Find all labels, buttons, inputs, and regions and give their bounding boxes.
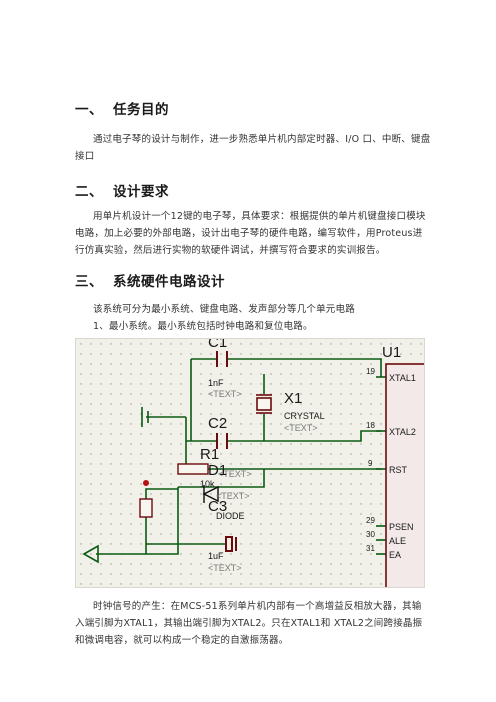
requirements-paragraph: 用单片机设计一个12键的电子琴，具体要求：根据提供的单片机键盘接口模块电路，加上… [75,211,426,256]
pin-number: 30 [366,530,375,539]
pin-number: 9 [368,459,373,468]
capacitor-c2-symbol [216,433,228,449]
section-heading-2: 二、设计要求 [75,180,169,200]
pin-name: RST [389,465,408,475]
u1-chip-body [385,363,424,587]
c2-ref: C2 [208,415,227,432]
section-title: 设计要求 [113,184,169,200]
section-number: 一、 [75,102,103,118]
pin-number: 18 [366,421,375,430]
pin-name: PSEN [389,522,414,532]
clock-paragraph: 时钟信号的产生：在MCS-51系列单片机内部有一个高增益反相放大器，其输入端引脚… [75,601,423,646]
reset-button-symbol [139,480,153,518]
c3-value: 1uF [208,551,224,561]
r1-value: 10k [200,479,215,489]
crystal-symbol [256,394,272,414]
u1-ref: U1 [382,344,401,361]
pin-number: 29 [366,516,375,525]
resistor-r1-symbol [177,463,209,475]
d1-ref: D1 [208,462,227,479]
c3-ref: C3 [208,498,227,515]
hw-intro-paragraph: 该系统可分为最小系统、键盘电路、发声部分等几个单元电路 [93,304,355,315]
pin-number: 31 [366,544,375,553]
c1-ref: C1 [208,339,227,351]
grid-background [76,339,424,587]
x1-ref: X1 [284,390,302,407]
section-heading-3: 三、系统硬件电路设计 [75,270,225,290]
section-number: 二、 [75,184,103,200]
purpose-paragraph: 通过电子琴的设计与制作，进一步熟悉单片机内部定时器、I/O 口、中断、键盘接口 [75,134,431,162]
pin-name: XTAL1 [389,373,416,383]
r1-text: <TEXT> [218,469,252,479]
pin-number: 19 [366,367,375,376]
c1-text: <TEXT> [208,389,242,399]
schematic-svg: C1 1nF <TEXT> C2 X1 CRYSTAL <TEXT> R1 10… [76,339,424,587]
c3-text: <TEXT> [208,563,242,573]
min-system-paragraph: 1、最小系统。最小系统包括时钟电路和复位电路。 [93,321,313,332]
section-number: 三、 [75,274,103,290]
section-heading-1: 一、任务目的 [75,98,169,118]
pin-name: EA [389,550,401,560]
capacitor-c1-symbol [216,351,228,367]
capacitor-c3-symbol [225,536,237,552]
section-title: 任务目的 [113,102,169,118]
d1-text: <TEXT> [216,491,250,501]
x1-text: <TEXT> [284,423,318,433]
wires [96,358,386,555]
x1-value: CRYSTAL [284,411,325,421]
pin-name: ALE [389,536,406,546]
c1-value: 1nF [208,378,224,388]
ground-icon [141,407,149,427]
ground-arrow-icon [82,544,99,564]
pin-name: XTAL2 [389,427,416,437]
section-title: 系统硬件电路设计 [113,274,225,290]
min-system-schematic: C1 1nF <TEXT> C2 X1 CRYSTAL <TEXT> R1 10… [75,338,425,588]
r1-ref: R1 [200,446,219,463]
d1-value: DIODE [216,511,245,521]
diode-d1-symbol [202,485,219,503]
